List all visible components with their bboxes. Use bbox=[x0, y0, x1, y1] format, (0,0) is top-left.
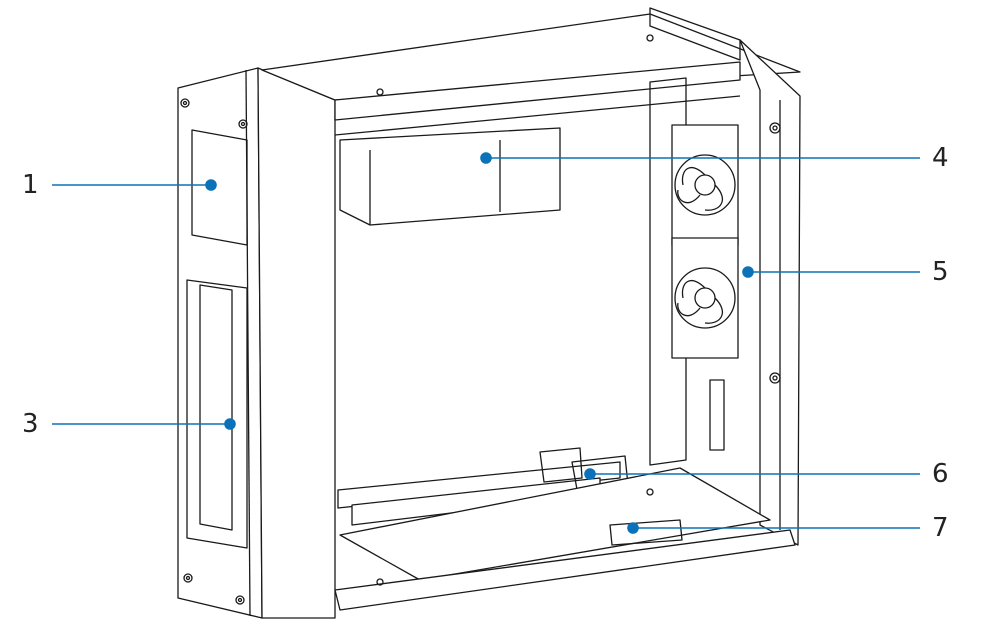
right-frame bbox=[649, 39, 801, 546]
fan-upper bbox=[671, 124, 739, 246]
front-panel bbox=[177, 67, 336, 619]
pcie-slot bbox=[337, 447, 629, 526]
frame-connector bbox=[709, 379, 725, 451]
fan-lower bbox=[671, 237, 739, 359]
top-vent bbox=[191, 129, 248, 246]
callout-label-6: 6 bbox=[932, 459, 949, 489]
callout-4-leader bbox=[480, 152, 920, 164]
psu-bracket bbox=[339, 127, 561, 226]
callout-1-leader bbox=[52, 179, 217, 191]
callout-7-leader bbox=[627, 522, 920, 534]
callout-5-leader bbox=[742, 266, 920, 278]
callout-label-4: 4 bbox=[932, 143, 949, 173]
callout-label-3: 3 bbox=[22, 409, 39, 439]
callout-6-leader bbox=[584, 468, 920, 480]
callout-label-5: 5 bbox=[932, 257, 949, 287]
bottom-tray bbox=[334, 467, 796, 611]
callout-3-leader bbox=[52, 418, 236, 430]
callout-label-7: 7 bbox=[932, 513, 949, 543]
callout-label-1: 1 bbox=[22, 170, 39, 200]
side-vent bbox=[186, 279, 248, 549]
top-rail bbox=[261, 7, 801, 136]
